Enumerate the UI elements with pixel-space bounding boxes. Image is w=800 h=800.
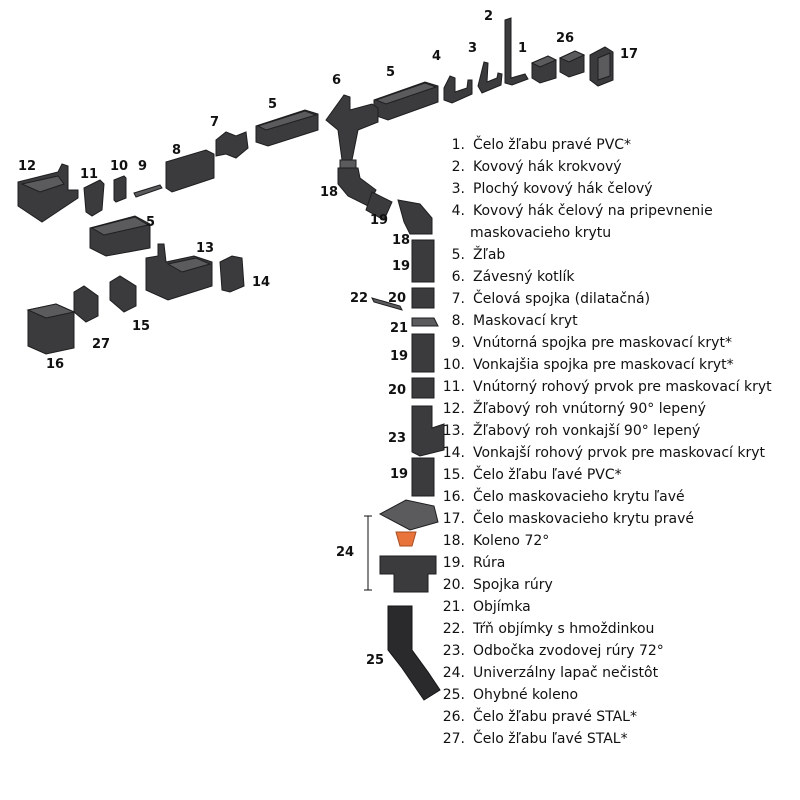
callout-5a: 5 <box>386 65 395 80</box>
legend-item: maskovacieho krytu <box>470 225 612 241</box>
legend-item: 27.Čelo žľabu ľavé STAL* <box>442 731 628 747</box>
callout-6: 6 <box>332 73 341 88</box>
callout-20b: 20 <box>388 383 406 398</box>
part-19-pipe-3 <box>411 457 435 497</box>
legend-item: 9.Vnútorná spojka pre maskovací kryt* <box>451 335 732 351</box>
part-18-elbow-lower <box>397 199 433 235</box>
part-23-pipe-branch <box>411 405 445 457</box>
callout-13: 13 <box>196 241 214 256</box>
part-12-inner-corner-gutter <box>17 163 79 223</box>
callout-18b: 18 <box>392 233 410 248</box>
callout-9: 9 <box>138 159 147 174</box>
legend-item: 11.Vnútorný rohový prvok pre maskovací k… <box>442 379 772 395</box>
callout-17: 17 <box>620 47 638 62</box>
legend-item: 20.Spojka rúry <box>442 577 553 593</box>
legend-item: 15.Čelo žľabu ľavé PVC* <box>442 467 622 483</box>
callout-23: 23 <box>388 431 406 446</box>
callout-21: 21 <box>390 321 408 336</box>
callout-16: 16 <box>46 357 64 372</box>
part-24-leaf-trap <box>364 499 439 593</box>
legend-item: 16.Čelo maskovacieho krytu ľavé <box>442 489 685 505</box>
part-7-expansion-joint <box>215 131 249 159</box>
callout-2: 2 <box>484 9 493 24</box>
callout-15: 15 <box>132 319 150 334</box>
callout-24: 24 <box>336 545 354 560</box>
legend-item: 8.Maskovací kryt <box>451 313 578 329</box>
part-14-outer-corner-cover <box>219 255 245 293</box>
legend-item: 23.Odbočka zvodovej rúry 72° <box>442 643 664 659</box>
part-5-gutter-middle <box>255 109 319 147</box>
part-8-cover <box>165 149 215 193</box>
part-5-gutter-right <box>373 81 439 121</box>
part-17-cover-end-right <box>589 46 614 87</box>
callout-25: 25 <box>366 653 384 668</box>
part-13-outer-corner-gutter <box>145 243 213 301</box>
part-6-gutter-outlet <box>325 94 379 169</box>
callout-18a: 18 <box>320 185 338 200</box>
legend-item: 19.Rúra <box>442 555 506 571</box>
legend-item: 12.Žľabový roh vnútorný 90° lepený <box>442 401 706 417</box>
part-21-pipe-bracket <box>411 317 439 327</box>
part-3-flat-fascia-hook <box>477 61 503 94</box>
callout-11: 11 <box>80 167 98 182</box>
legend-item: 10.Vonkajšia spojka pre maskovací kryt* <box>442 357 734 373</box>
callout-27: 27 <box>92 337 110 352</box>
part-5-gutter-left <box>89 215 151 257</box>
parts-legend: 1.Čelo žľabu pravé PVC* 2.Kovový hák kro… <box>440 134 800 750</box>
legend-item: 24.Univerzálny lapač nečistôt <box>442 665 659 681</box>
callout-5b: 5 <box>268 97 277 112</box>
legend-item: 17.Čelo maskovacieho krytu pravé <box>442 511 695 527</box>
legend-item: 25.Ohybné koleno <box>442 687 579 703</box>
part-25-flexible-elbow <box>387 605 441 701</box>
callout-19b: 19 <box>392 259 410 274</box>
legend-item: 21.Objímka <box>442 599 531 615</box>
legend-item: 7.Čelová spojka (dilatačná) <box>451 291 651 307</box>
part-2-rafter-hook <box>504 17 529 86</box>
callout-10: 10 <box>110 159 128 174</box>
part-16-cover-end-left <box>26 303 76 355</box>
callout-5c: 5 <box>146 215 155 230</box>
legend-item: 4.Kovový hák čelový na pripevnenie <box>451 203 713 219</box>
callout-8: 8 <box>172 143 181 158</box>
callout-7: 7 <box>210 115 219 130</box>
callout-22: 22 <box>350 291 368 306</box>
callout-19d: 19 <box>390 467 408 482</box>
part-27-gutter-end-left-steel <box>73 285 99 323</box>
part-10-outer-cover-joint <box>113 175 127 203</box>
legend-item: 2.Kovový hák krokvový <box>451 159 622 175</box>
part-19-pipe-short <box>365 191 393 221</box>
part-15-gutter-end-left-pvc <box>109 275 137 313</box>
legend-item: 14.Vonkajší rohový prvok pre maskovací k… <box>442 445 766 461</box>
legend-item: 18.Koleno 72° <box>442 533 550 549</box>
part-26-gutter-end-right-steel <box>558 50 586 78</box>
callout-4: 4 <box>432 49 441 64</box>
legend-item: 5.Žľab <box>451 247 506 263</box>
legend-item: 22.Tŕň objímky s hmoždinkou <box>442 621 655 637</box>
callout-26: 26 <box>556 31 574 46</box>
legend-item: 3.Plochý kovový hák čelový <box>451 181 653 197</box>
legend-item: 13.Žľabový roh vonkajší 90° lepený <box>442 423 701 439</box>
part-19-pipe-2 <box>411 333 435 373</box>
part-20-pipe-joint-1 <box>411 287 435 309</box>
legend-item: 1.Čelo žľabu pravé PVC* <box>451 137 632 153</box>
legend-item: 26.Čelo žľabu pravé STAL* <box>442 709 637 725</box>
part-9-inner-cover-joint <box>133 184 163 198</box>
part-20-pipe-joint-2 <box>411 377 435 399</box>
callout-19c: 19 <box>390 349 408 364</box>
callout-3: 3 <box>468 41 477 56</box>
callout-14: 14 <box>252 275 270 290</box>
part-19-pipe-1 <box>411 239 435 283</box>
legend-item: 6.Závesný kotlík <box>451 269 575 285</box>
part-22-bracket-pin <box>371 297 403 311</box>
part-4-fascia-hook-cover <box>443 75 473 104</box>
callout-20a: 20 <box>388 291 406 306</box>
callout-12: 12 <box>18 159 36 174</box>
part-11-inner-corner-cover <box>83 179 105 217</box>
callout-1: 1 <box>518 41 527 56</box>
part-1-gutter-end-right-pvc <box>530 55 558 84</box>
callout-19a: 19 <box>370 213 388 228</box>
